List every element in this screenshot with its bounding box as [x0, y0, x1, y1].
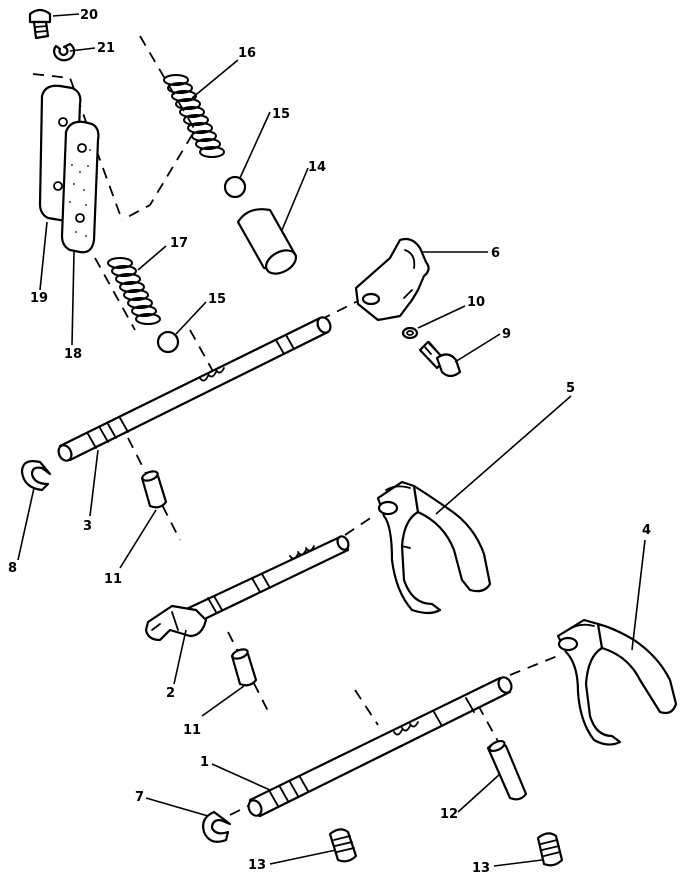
- part-6-selector-head: [354, 237, 430, 322]
- callout-12: 12: [440, 807, 458, 822]
- part-20-screw: [28, 8, 52, 40]
- callout-8: 8: [8, 561, 17, 576]
- callout-15-lower: 15: [208, 292, 226, 307]
- part-10-washer: [401, 326, 419, 340]
- part-17-spring: [107, 257, 161, 325]
- part-14-sleeve: [236, 208, 298, 275]
- callout-1: 1: [200, 755, 209, 770]
- leader-lines: [17, 13, 646, 867]
- part-16-spring: [163, 74, 225, 158]
- callout-7: 7: [135, 790, 144, 805]
- callout-13-right: 13: [472, 861, 490, 876]
- part-2-shaft: [144, 535, 350, 642]
- callout-20: 20: [80, 8, 98, 23]
- part-3-shaft: [57, 316, 332, 462]
- part-9-bolt: [418, 340, 462, 378]
- callout-17: 17: [170, 236, 188, 251]
- callout-19: 19: [30, 291, 48, 306]
- callout-4: 4: [642, 523, 651, 538]
- callout-14: 14: [308, 160, 326, 175]
- callout-6: 6: [491, 246, 500, 261]
- part-15-ball-lower: [156, 330, 180, 354]
- callout-21: 21: [97, 41, 115, 56]
- part-12-pin: [486, 739, 528, 801]
- part-21-clip: [53, 42, 76, 62]
- callout-3: 3: [83, 519, 92, 534]
- part-18-plate: [60, 120, 100, 254]
- part-11-pin-upper: [140, 470, 168, 509]
- callout-10: 10: [467, 295, 485, 310]
- part-13-set-screw-right: [536, 832, 564, 867]
- callout-9: 9: [502, 327, 511, 342]
- callout-15-upper: 15: [272, 107, 290, 122]
- callout-11-lower: 11: [183, 723, 201, 738]
- part-1-shaft: [247, 676, 513, 818]
- callout-11-upper: 11: [104, 572, 122, 587]
- callout-labels: 20 21 16 15 14 6 17 15 19 18 10 9 5 3 8 …: [8, 8, 651, 876]
- callout-18: 18: [64, 347, 82, 362]
- part-15-ball-upper: [223, 175, 247, 199]
- callout-13-left: 13: [248, 858, 266, 873]
- callout-2: 2: [166, 686, 175, 701]
- part-13-set-screw-left: [328, 828, 358, 863]
- part-8-circlip: [20, 460, 52, 492]
- part-5-shift-fork: [376, 480, 492, 615]
- callout-16: 16: [238, 46, 256, 61]
- part-7-circlip: [202, 810, 232, 843]
- callout-5: 5: [566, 381, 575, 396]
- part-11-pin-lower: [230, 648, 258, 687]
- part-4-shift-fork: [556, 618, 678, 746]
